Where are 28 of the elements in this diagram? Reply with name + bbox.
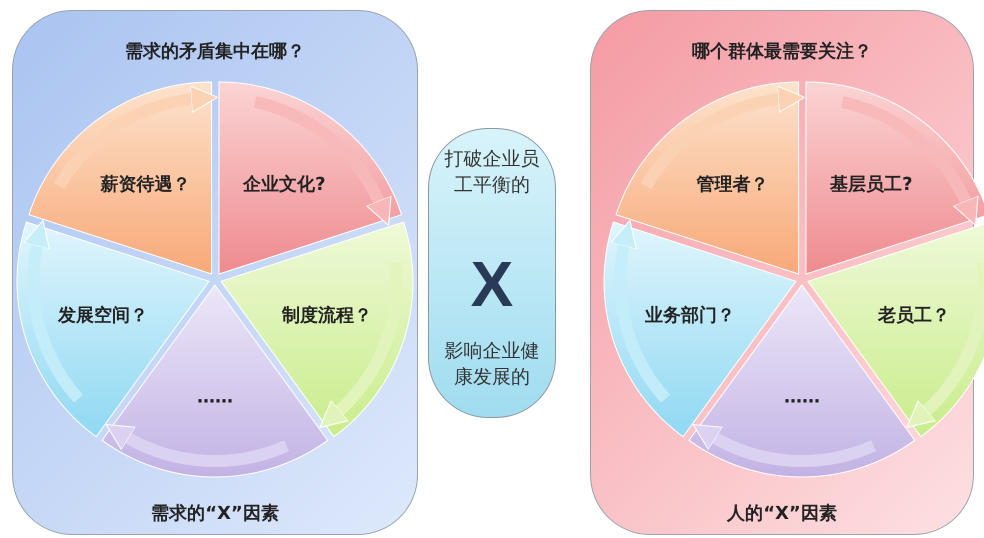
curved-arrow [254, 96, 391, 226]
curved-arrow [320, 262, 403, 429]
segment-label: 老员工？ [878, 304, 950, 328]
curved-arrow [24, 220, 84, 402]
curved-arrow [906, 262, 984, 429]
segment-label: 薪资待遇？ [100, 172, 191, 196]
panel [12, 10, 418, 535]
segment-label: 基层员工? [830, 172, 913, 196]
panel-title: 哪个群体最需要关注？ [692, 41, 872, 62]
segment-label: 业务部门？ [644, 304, 735, 328]
panel-title: 需求的矛盾集中在哪？ [125, 41, 305, 62]
curved-arrow [54, 86, 218, 190]
segment-label: 管理者？ [696, 172, 769, 196]
pill-text: 打破企业员工平衡的 [444, 147, 540, 198]
curved-arrow [692, 424, 876, 467]
x-letter: X [470, 247, 514, 322]
segment-label: …… [196, 386, 233, 408]
segment-label: 企业文化? [243, 172, 326, 196]
curved-arrow [840, 96, 978, 226]
panel-caption: 需求的“X”因素 [151, 503, 279, 524]
curved-arrow [610, 220, 670, 402]
curved-arrow [641, 86, 806, 190]
segment-label: 制度流程？ [282, 304, 372, 328]
panel-caption: 人的“X”因素 [727, 503, 837, 524]
segment-label: 发展空间？ [58, 304, 148, 328]
segment-label: …… [784, 386, 820, 408]
pill-text: 影响企业健康发展的 [444, 339, 540, 390]
curved-arrow [104, 424, 289, 467]
